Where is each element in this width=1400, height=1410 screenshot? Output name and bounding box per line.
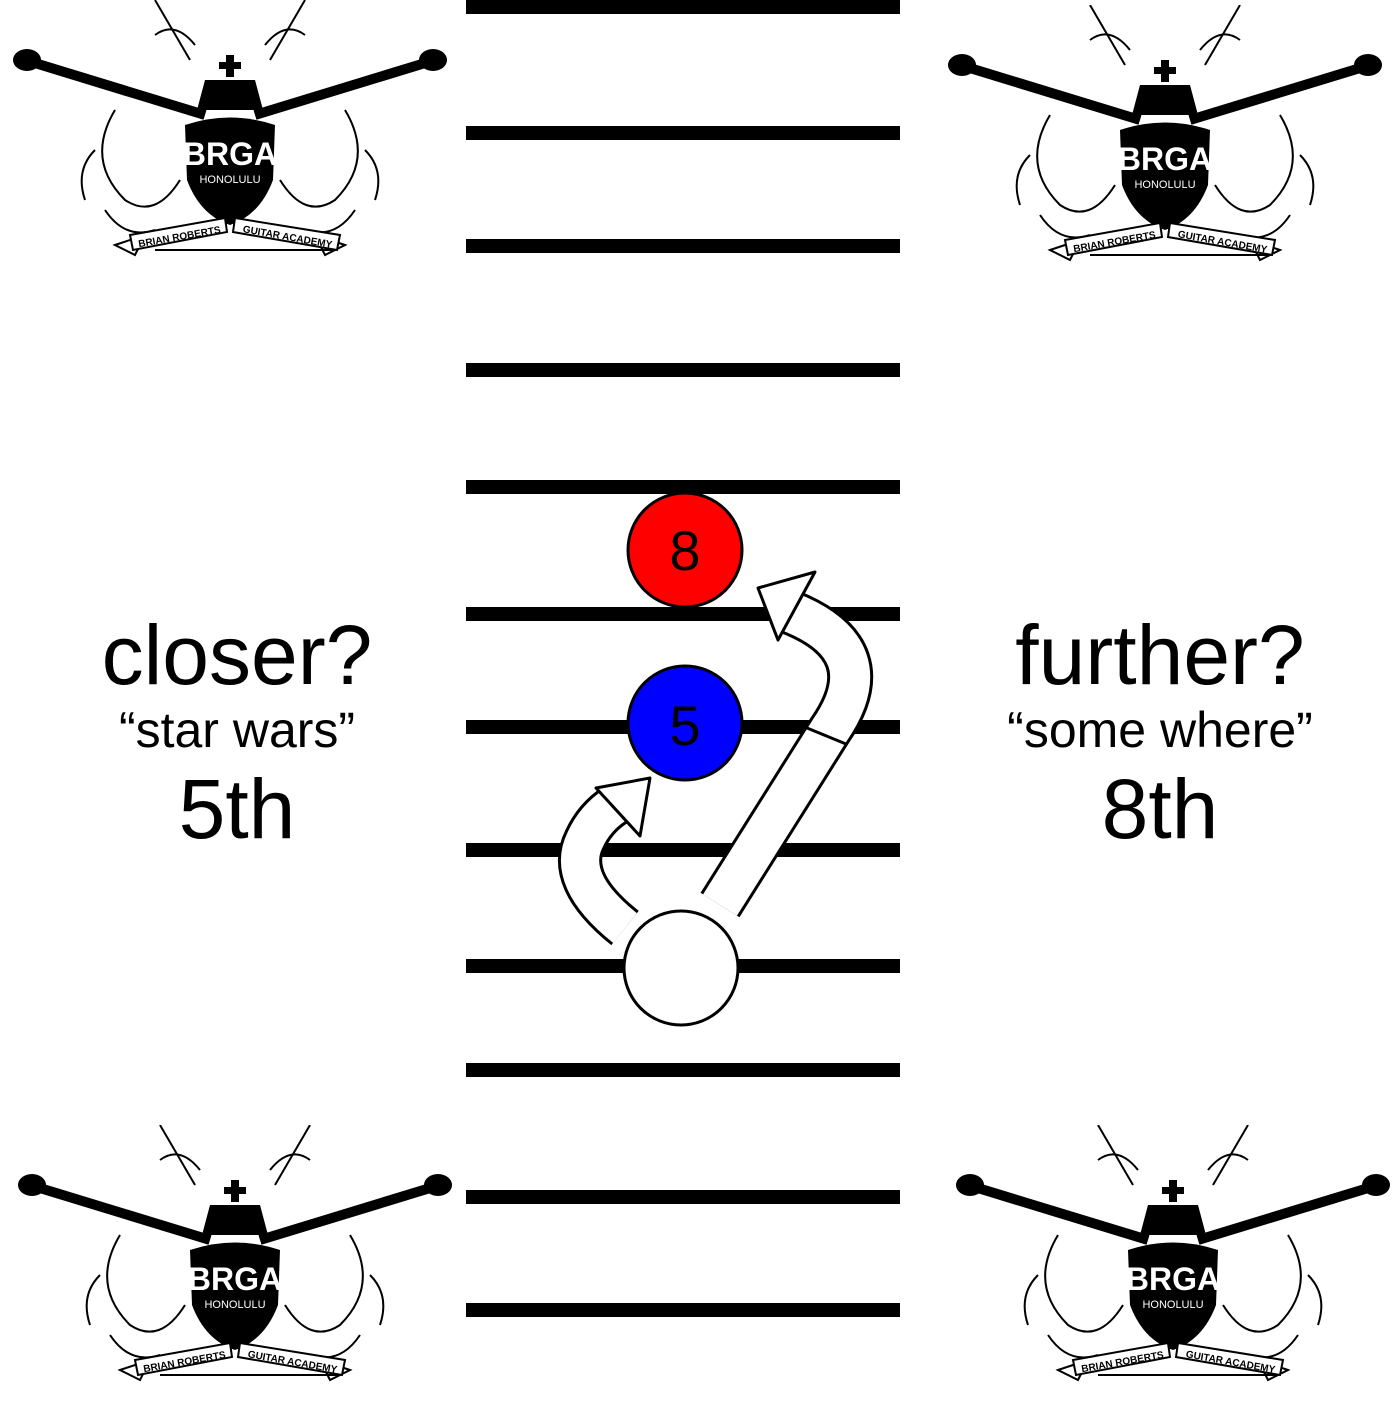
svg-text:HONOLULU: HONOLULU [1142,1299,1203,1311]
staff-line [466,0,900,14]
staff-line [466,363,900,377]
staff-line [466,239,900,253]
staff-line [466,1063,900,1077]
note-root [622,909,740,1027]
right-caption: further? “some where” 8th [960,610,1360,854]
svg-text:HONOLULU: HONOLULU [1134,179,1195,191]
note-8: 8 [626,491,744,609]
closer-question: closer? [101,608,373,702]
note-label: 5 [669,694,700,757]
guitar-academy-logo-icon: BRGA HONOLULU BRIAN ROBERTS GUITAR ACADE… [10,1124,460,1405]
staff-line [466,843,900,857]
svg-text:HONOLULU: HONOLULU [204,1299,265,1311]
left-caption: closer? “star wars” 5th [37,610,437,854]
staff-line [466,1190,900,1204]
guitar-academy-logo-icon: BRGA HONOLULU BRIAN ROBERTS GUITAR ACADE… [5,0,455,280]
svg-text:HONOLULU: HONOLULU [199,174,260,186]
note-label: 8 [669,519,700,582]
svg-text:BRGA: BRGA [1126,1261,1220,1297]
svg-text:BRGA: BRGA [1118,141,1212,177]
closer-interval: 5th [178,762,296,856]
curved-arrow-long-icon [700,570,874,918]
staff-line [466,1303,900,1317]
curved-arrow-short-icon [558,776,652,946]
svg-text:BRGA: BRGA [188,1261,282,1297]
guitar-academy-logo-icon: BRGA HONOLULU BRIAN ROBERTS GUITAR ACADE… [948,1124,1398,1405]
note-5: 5 [626,664,744,782]
svg-text:BRGA: BRGA [183,136,277,172]
staff-line [466,126,900,140]
staff-line [466,480,900,494]
further-question: further? [1015,608,1305,702]
further-song: “some where” [1007,702,1313,758]
guitar-academy-logo-icon: BRGA HONOLULU BRIAN ROBERTS GUITAR ACADE… [940,4,1390,285]
closer-song: “star wars” [118,702,356,758]
further-interval: 8th [1101,762,1219,856]
